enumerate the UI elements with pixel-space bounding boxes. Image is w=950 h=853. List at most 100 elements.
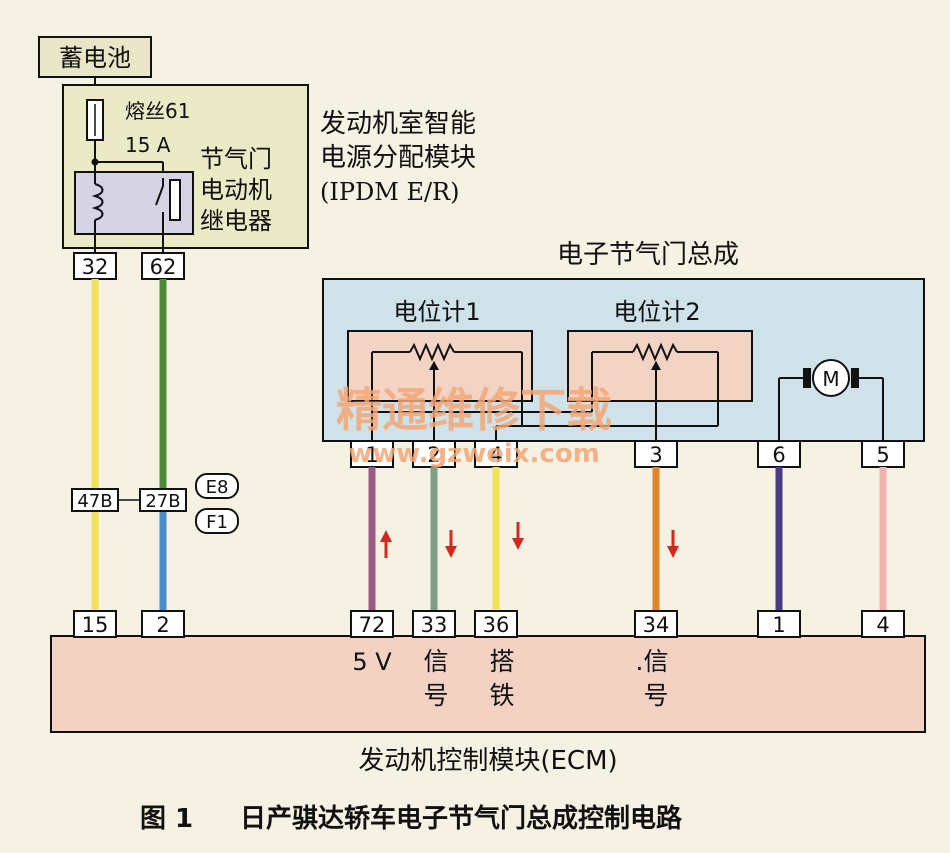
pin-box xyxy=(350,610,394,638)
arrow-head xyxy=(512,538,524,550)
pin-label: 47B xyxy=(77,491,112,512)
pin-label: 2 xyxy=(427,443,440,467)
throttle-pin-4: 4 xyxy=(474,440,518,468)
ecm-pin-15: 15 xyxy=(73,610,117,638)
ecm-pin-1: 1 xyxy=(757,610,801,638)
pin-box xyxy=(139,488,187,512)
ipdm-module: 熔丝61 15 A 节气门 电动机 继电器 xyxy=(62,84,309,255)
pin-label: 1 xyxy=(772,613,785,637)
arrow-up-icon xyxy=(380,530,392,558)
ecm-pin-34: 34 xyxy=(634,610,678,638)
throttle-pin-6: 6 xyxy=(757,440,801,468)
motor-brush-left xyxy=(803,368,811,388)
throttle-pin-5: 5 xyxy=(861,440,905,468)
pin-box xyxy=(73,610,117,638)
pin-box xyxy=(474,610,518,638)
ecm-label-ground-b: 铁 xyxy=(489,681,514,710)
throttle-assembly: 电位计1 电位计2 M xyxy=(322,278,925,452)
arrow-head xyxy=(380,530,392,542)
arrow-head xyxy=(667,546,679,558)
ipdm-pin-32: 32 xyxy=(73,252,117,280)
tag-box xyxy=(195,508,239,534)
relay-label-1: 节气门 xyxy=(200,145,272,173)
caption-prefix: 图 1 xyxy=(140,804,193,834)
throttle-pin-3: 3 xyxy=(634,440,678,468)
potentiometer-1-icon xyxy=(409,342,455,362)
pin-label: 34 xyxy=(643,613,670,637)
battery-label: 蓄电池 xyxy=(59,44,131,72)
ipdm-title-2: 电源分配模块 xyxy=(320,143,476,173)
pin-box xyxy=(634,610,678,638)
ecm-label-5v: 5 V xyxy=(352,648,392,676)
ecm-box xyxy=(50,635,926,733)
ecm-label-signal2-b: 号 xyxy=(643,681,668,710)
pin-label: 33 xyxy=(421,613,448,637)
pot1-box xyxy=(347,330,533,402)
motor-label: M xyxy=(822,367,839,391)
pin-label: 32 xyxy=(82,255,109,279)
battery-box xyxy=(38,36,152,78)
ecm-module xyxy=(50,635,926,733)
pin-label: 2 xyxy=(156,613,169,637)
pin-label: 15 xyxy=(82,613,109,637)
tag-label: F1 xyxy=(206,512,228,533)
pin-box xyxy=(141,252,185,280)
pot2-label: 电位计2 xyxy=(613,298,700,326)
watermark-title: 精通维修下载 xyxy=(336,383,612,437)
pin-box xyxy=(861,610,905,638)
ipdm-title-3: (IPDM E/R) xyxy=(320,178,459,206)
throttle-title: 电子节气门总成 xyxy=(557,240,739,270)
arrow-head xyxy=(445,546,457,558)
pin-label: 4 xyxy=(876,613,889,637)
arrow-down-icon xyxy=(512,522,524,550)
relay-switch-icon xyxy=(155,185,164,206)
ipdm-title-1: 发动机室智能 xyxy=(320,109,476,139)
pin-label: 5 xyxy=(876,443,889,467)
fuse-rating: 15 A xyxy=(125,133,171,157)
potentiometer-2-icon xyxy=(632,342,678,362)
ecm-label-signal2-a: .信 xyxy=(636,647,669,676)
relay-label-2: 电动机 xyxy=(200,176,272,204)
arrow-down-icon xyxy=(445,530,457,558)
motor-icon xyxy=(812,359,850,397)
relay-contact-icon xyxy=(169,179,181,221)
tag-box xyxy=(195,473,239,499)
pin-box xyxy=(757,440,801,468)
throttle-pin-1: 1 xyxy=(350,440,394,468)
connector-47b: 47B xyxy=(71,488,119,512)
ecm-label-signal1-a: 信 xyxy=(423,647,448,676)
ecm-pin-33: 33 xyxy=(412,610,456,638)
battery-block: 蓄电池 xyxy=(38,36,152,78)
ecm-pin-36: 36 xyxy=(474,610,518,638)
connector-tag-e8: E8 xyxy=(195,473,239,499)
ecm-label-ground-a: 搭 xyxy=(489,647,514,676)
pin-box xyxy=(73,252,117,280)
pin-label: 62 xyxy=(150,255,177,279)
wiper-arrow-icon xyxy=(651,361,661,370)
ecm-pin-2: 2 xyxy=(141,610,185,638)
relay-coil-icon xyxy=(91,183,104,221)
fuse-label: 熔丝61 xyxy=(125,99,190,123)
ecm-title: 发动机控制模块(ECM) xyxy=(358,746,617,776)
ecm-pin-4: 4 xyxy=(861,610,905,638)
pin-box xyxy=(350,440,394,468)
ecm-label-signal1-b: 号 xyxy=(423,681,448,710)
ipdm-pin-62: 62 xyxy=(141,252,185,280)
pin-label: 36 xyxy=(483,613,510,637)
pin-box xyxy=(141,610,185,638)
pin-label: 3 xyxy=(649,443,662,467)
pin-label: 27B xyxy=(145,491,180,512)
relay-label-3: 继电器 xyxy=(200,207,272,235)
wiper-arrow-icon xyxy=(429,361,439,370)
pin-label: 6 xyxy=(772,443,785,467)
ecm-pin-72: 72 xyxy=(350,610,394,638)
watermark-url: www.gzweix.com xyxy=(348,439,600,469)
pot1-label: 电位计1 xyxy=(393,298,480,326)
connector-27b: 27B xyxy=(139,488,187,512)
connector-tag-f1: F1 xyxy=(195,508,239,534)
tag-label: E8 xyxy=(206,477,229,498)
pin-box xyxy=(634,440,678,468)
pot2-box xyxy=(567,330,753,402)
arrow-down-icon xyxy=(667,530,679,558)
